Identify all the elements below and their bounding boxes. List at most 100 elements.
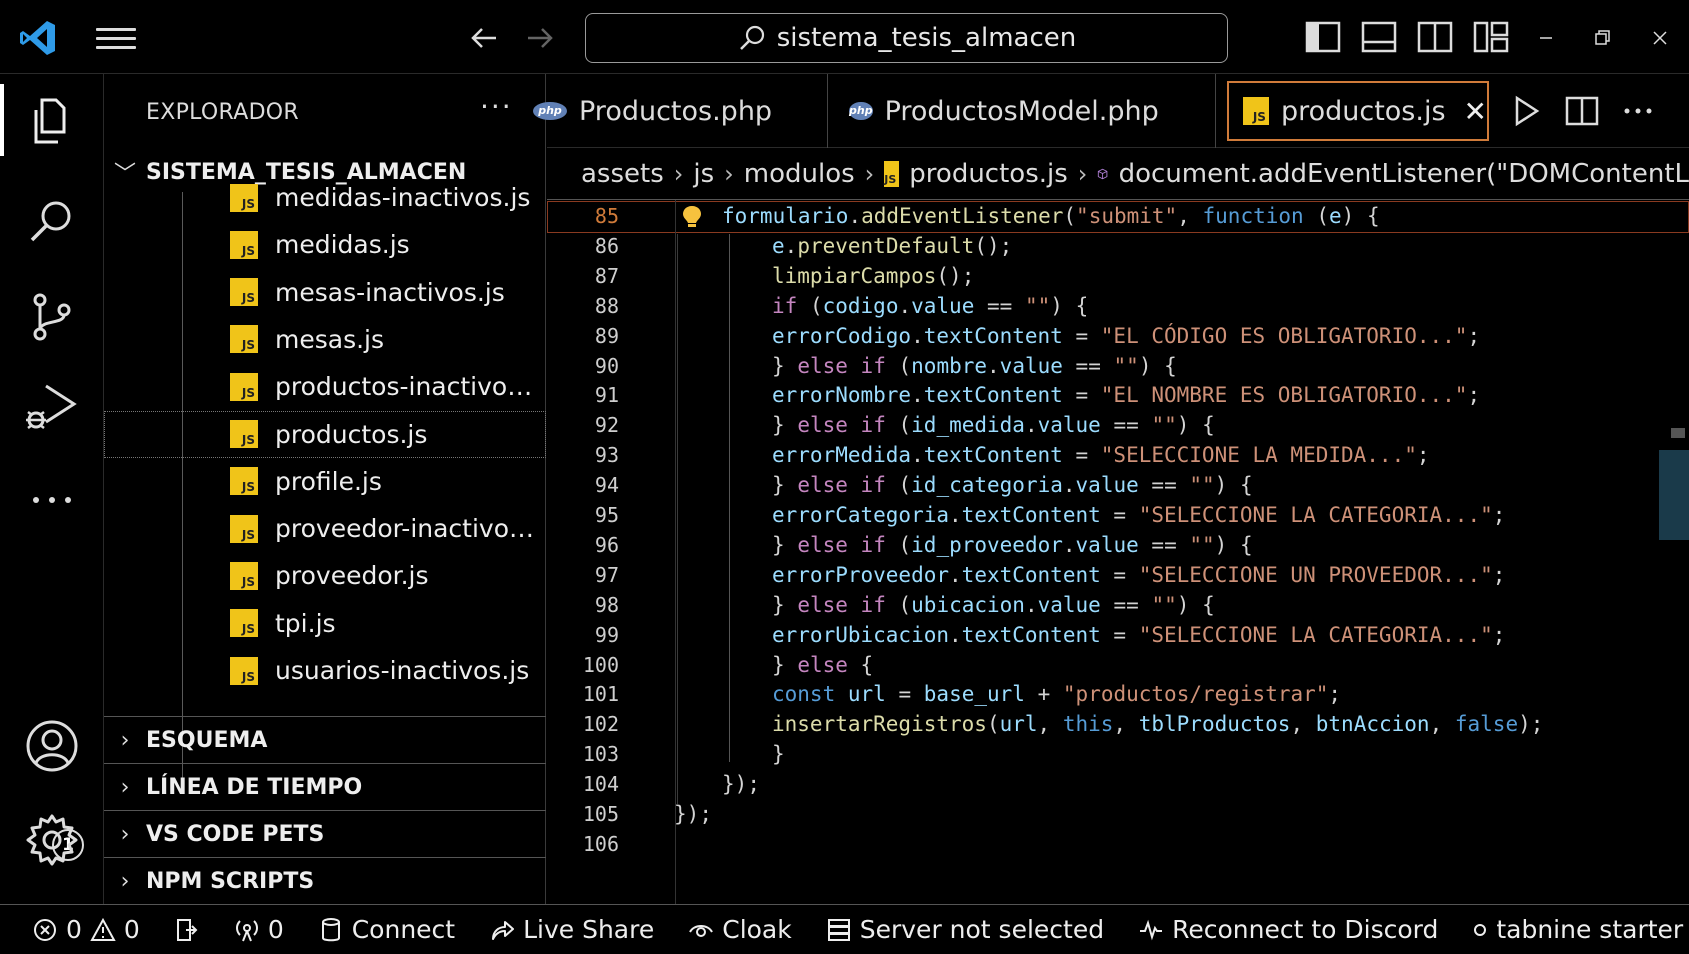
workspace-folder[interactable]: ﹀ SISTEMA_TESIS_ALMACEN — [104, 152, 546, 192]
section-label: ESQUEMA — [146, 727, 268, 753]
file-name: mesas.js — [275, 324, 385, 354]
code-line[interactable]: } else if (id_categoria.value == "") { — [772, 473, 1253, 498]
source-control-icon[interactable] — [22, 286, 82, 346]
warning-count: 0 — [123, 915, 140, 944]
toggle-panel-icon[interactable] — [1360, 18, 1398, 56]
server-selector[interactable]: Server not selected — [826, 915, 1104, 944]
live-share-button[interactable]: Live Share — [489, 915, 654, 944]
live-share-label: Live Share — [523, 915, 655, 944]
code-line[interactable]: if (codigo.value == "") { — [772, 293, 1089, 318]
ports-indicator[interactable]: 0 — [234, 915, 284, 944]
code-line[interactable]: limpiarCampos(); — [772, 263, 975, 288]
chevron-right-icon: › — [120, 868, 130, 894]
tab-productos-js[interactable]: JS productos.js ✕ — [1227, 81, 1489, 141]
command-center-search[interactable]: sistema_tesis_almacen — [585, 13, 1228, 63]
split-editor-icon[interactable] — [1563, 92, 1601, 130]
toggle-secondary-sidebar-icon[interactable] — [1416, 18, 1454, 56]
cloak-button[interactable]: Cloak — [688, 915, 792, 944]
section-label: NPM SCRIPTS — [146, 868, 315, 894]
search-icon[interactable] — [22, 192, 82, 252]
line-number: 94 — [594, 473, 619, 498]
live-share-icon — [492, 920, 515, 940]
accounts-icon[interactable] — [22, 716, 82, 776]
code-line[interactable]: errorUbicacion.textContent = "SELECCIONE… — [772, 622, 1506, 647]
file-name: medidas.js — [275, 230, 410, 260]
code-line[interactable]: } else if (id_proveedor.value == "") { — [772, 532, 1253, 557]
line-number: 99 — [594, 622, 619, 647]
code-line[interactable]: } else if (id_medida.value == "") { — [772, 413, 1215, 438]
code-line[interactable]: insertarRegistros(url, this, tblProducto… — [772, 712, 1544, 737]
workspace-folder-label: SISTEMA_TESIS_ALMACEN — [146, 159, 467, 185]
explorer-files-icon[interactable] — [22, 90, 82, 150]
code-line[interactable]: const url = base_url + "productos/regist… — [772, 682, 1342, 707]
js-file-icon: JS — [230, 609, 258, 638]
code-line[interactable]: } else if (nombre.value == "") { — [772, 353, 1177, 378]
workspace-name: sistema_tesis_almacen — [776, 23, 1077, 53]
breadcrumb-item[interactable]: js — [693, 158, 715, 189]
close-tab-icon[interactable]: ✕ — [1463, 94, 1487, 128]
forward-arrow-icon[interactable] — [522, 20, 558, 56]
indent-guide — [729, 234, 730, 762]
sidebar-section[interactable]: ›ESQUEMA — [104, 716, 546, 763]
code-line[interactable]: }); — [674, 802, 712, 826]
tabnine-icon — [1474, 923, 1487, 936]
chevron-right-icon: › — [724, 159, 734, 188]
minimize-icon[interactable] — [1530, 22, 1562, 54]
more-actions-icon[interactable] — [1619, 92, 1657, 130]
breadcrumb-item[interactable]: document.addEventListener("DOMContentL — [1118, 158, 1689, 189]
tab-label: Productos.php — [579, 95, 773, 127]
customize-layout-icon[interactable] — [1472, 18, 1510, 56]
more-views-icon[interactable] — [22, 470, 82, 530]
settings-gear-icon[interactable] — [22, 810, 82, 870]
code-line[interactable]: errorCodigo.textContent = "EL CÓDIGO ES … — [772, 323, 1481, 348]
code-line[interactable]: e.preventDefault(); — [772, 233, 1013, 258]
restore-icon[interactable] — [1586, 22, 1618, 54]
code-line[interactable]: errorNombre.textContent = "EL NOMBRE ES … — [772, 383, 1481, 408]
run-and-debug-icon[interactable] — [22, 376, 82, 436]
tabnine-button[interactable]: tabnine starter — [1472, 915, 1683, 944]
lightbulb-icon[interactable] — [680, 204, 704, 230]
breadcrumb-item[interactable]: productos.js — [909, 158, 1068, 189]
code-line[interactable]: } else { — [772, 652, 874, 677]
discord-button[interactable]: Reconnect to Discord — [1138, 915, 1438, 944]
code-line[interactable]: } — [772, 742, 785, 767]
connect-button[interactable]: Connect — [318, 915, 455, 944]
breadcrumb-item[interactable]: assets — [581, 158, 664, 189]
explorer-more-actions-icon[interactable]: ··· — [480, 90, 513, 123]
code-line[interactable]: errorCategoria.textContent = "SELECCIONE… — [772, 503, 1506, 527]
sidebar-section[interactable]: ›LÍNEA DE TIEMPO — [104, 763, 546, 810]
tab-productos-php[interactable]: php Productos.php — [533, 74, 827, 148]
code-line[interactable]: } else if (ubicacion.value == "") { — [772, 592, 1215, 617]
code-line[interactable]: errorMedida.textContent = "SELECCIONE LA… — [772, 443, 1430, 468]
tab-productosmodel-php[interactable]: php ProductosModel.php — [849, 74, 1159, 148]
code-line[interactable]: errorProveedor.textContent = "SELECCIONE… — [772, 562, 1506, 587]
code-line[interactable]: formulario.addEventListener("submit", fu… — [722, 204, 1380, 228]
problems-indicator[interactable]: 0 0 — [32, 915, 140, 944]
sidebar-section[interactable]: › NPM SCRIPTS — [104, 857, 546, 904]
eye-icon — [689, 924, 714, 937]
menu-hamburger-icon[interactable] — [96, 24, 136, 52]
sidebar-section[interactable]: ›VS CODE PETS — [104, 810, 546, 857]
line-number: 102 — [582, 712, 619, 737]
back-arrow-icon[interactable] — [466, 20, 502, 56]
remote-explorer-button[interactable] — [174, 917, 200, 943]
code-line[interactable]: }); — [722, 772, 760, 797]
close-window-icon[interactable] — [1644, 22, 1676, 54]
toggle-primary-sidebar-icon[interactable] — [1304, 18, 1342, 56]
scrollbar-thumb[interactable] — [1659, 450, 1689, 540]
breadcrumb-item[interactable]: modulos — [743, 158, 855, 189]
run-icon[interactable] — [1507, 92, 1545, 130]
php-file-icon: php — [849, 102, 873, 120]
